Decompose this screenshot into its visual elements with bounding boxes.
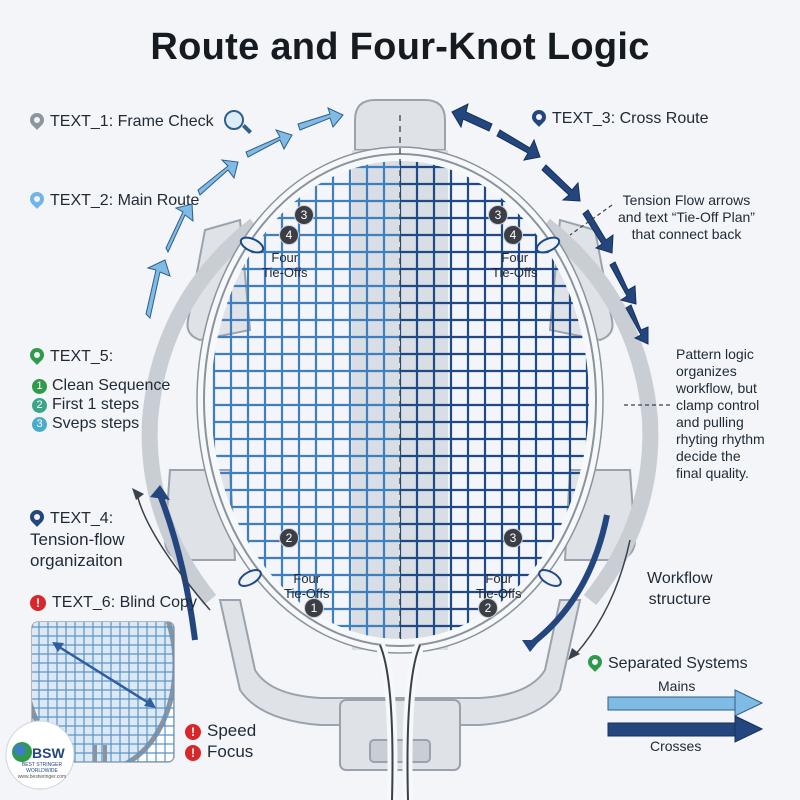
warning-icon: ! <box>185 724 201 740</box>
legend-mains: Mains <box>658 678 696 694</box>
label-frame-check: TEXT_1: Frame Check <box>27 110 253 134</box>
dark-blue-pin-icon <box>27 507 47 527</box>
label-tension-flow-organization: TEXT_4: Tension-flow organizaiton <box>27 507 125 571</box>
gray-pin-icon <box>27 110 47 130</box>
leader-lines <box>569 204 670 406</box>
tension-flow-arrows <box>132 485 631 660</box>
legend-crosses: Crosses <box>650 738 702 754</box>
warning-icon: ! <box>185 745 201 761</box>
knot-marker: 2 <box>478 598 498 618</box>
logo-name: BSW <box>32 745 65 761</box>
knot-ties <box>238 236 562 587</box>
label-text5: TEXT_5: <box>27 345 113 366</box>
note-tension-flow: Tension Flow arrows and text “Tie-Off Pl… <box>618 192 755 242</box>
dark-blue-pin-icon <box>529 107 549 127</box>
cross-route-arrows <box>451 103 649 345</box>
note-workflow-structure: Workflow structure <box>647 570 713 608</box>
note-pattern-logic: Pattern logic organizes workflow, but cl… <box>676 346 765 481</box>
legend-title: Separated Systems <box>585 652 748 673</box>
page-title: Route and Four-Knot Logic <box>150 26 650 68</box>
bsw-logo <box>5 720 75 790</box>
green-pin-icon <box>27 345 47 365</box>
main-route-arrows <box>145 107 344 320</box>
legend-arrows <box>607 689 764 743</box>
label-main-route: TEXT_2: Main Route <box>27 189 199 210</box>
speed-focus: !Speed !Focus <box>185 720 256 762</box>
knot-marker: 4 <box>279 225 299 245</box>
logo-url: www.bestwringer.com <box>17 774 67 780</box>
logo-tagline: BEST STRINGER WORLDWIDE <box>21 762 63 774</box>
label-blind-copy: !TEXT_6: Blind Copy <box>30 594 197 612</box>
label-cross-route: TEXT_3: Cross Route <box>529 107 709 128</box>
knot-marker: 3 <box>503 528 523 548</box>
knot-marker: 1 <box>304 598 324 618</box>
knot-marker: 3 <box>488 205 508 225</box>
stringing-machine <box>163 99 637 771</box>
warning-icon: ! <box>30 595 46 611</box>
green-pin-icon <box>585 652 605 672</box>
right-arm <box>540 218 659 606</box>
light-blue-pin-icon <box>27 189 47 209</box>
knot-marker: 2 <box>279 528 299 548</box>
magnifier-icon <box>224 110 253 134</box>
knot-marker: 4 <box>503 225 523 245</box>
knot-marker: 3 <box>294 205 314 225</box>
